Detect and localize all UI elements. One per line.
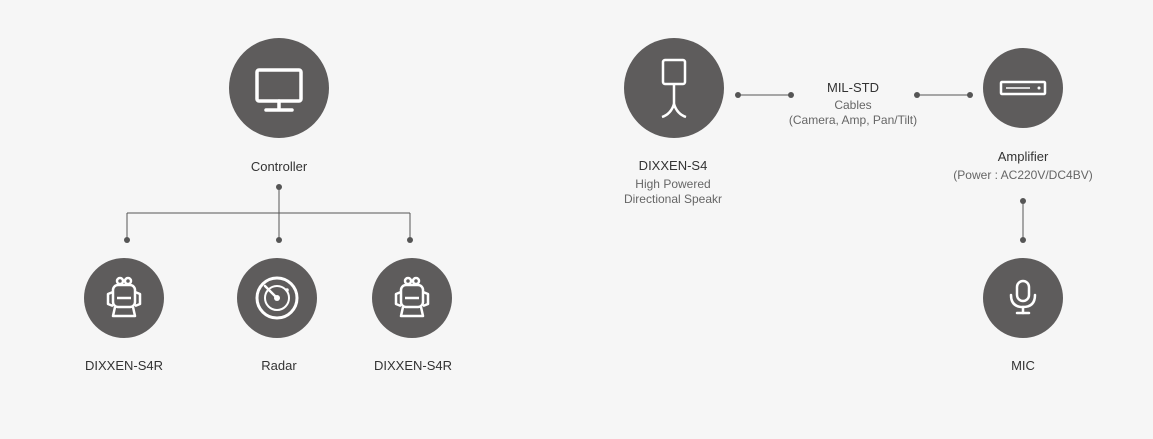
node-controller xyxy=(229,38,329,138)
controller-tree-connectors xyxy=(126,187,411,240)
node-circle xyxy=(229,38,329,138)
label-link: MIL-STD Cables (Camera, Amp, Pan/Tilt) xyxy=(789,79,917,128)
speaker-icon xyxy=(661,58,687,119)
dot-speaker-right xyxy=(735,92,741,98)
node-radar xyxy=(237,258,317,338)
link-sub-1: Cables xyxy=(834,98,872,112)
node-mic xyxy=(983,258,1063,338)
dot-mic-top xyxy=(1020,237,1026,243)
label-radar: Radar xyxy=(261,357,296,374)
node-circle xyxy=(983,258,1063,338)
amplifier-sub-1: (Power : AC220V/DC4BV) xyxy=(953,168,1093,182)
dot-amp-left xyxy=(967,92,973,98)
node-amplifier xyxy=(983,48,1063,128)
cam-right-label: DIXXEN-S4R xyxy=(373,358,453,373)
link-sub-2: (Camera, Amp, Pan/Tilt) xyxy=(788,113,918,127)
label-cam-left: DIXXEN-S4R xyxy=(85,357,163,374)
label-speaker: DIXXEN-S4 High Powered Directional Speak… xyxy=(624,157,722,207)
cam-left-label: DIXXEN-S4R xyxy=(84,358,164,373)
node-speaker xyxy=(624,38,724,138)
controller-label: Controller xyxy=(250,159,308,174)
dot-cam-left xyxy=(124,237,130,243)
radar-label: Radar xyxy=(261,358,297,373)
camera-robot-icon xyxy=(106,276,142,318)
label-mic: MIC xyxy=(1011,357,1035,374)
speaker-sub-2: Directional Speakr xyxy=(623,192,723,206)
speaker-label: DIXXEN-S4 xyxy=(638,158,708,173)
dot-controller xyxy=(276,184,282,190)
controller-tree-dots xyxy=(124,184,413,243)
speaker-sub-1: High Powered xyxy=(635,177,711,191)
label-controller: Controller xyxy=(251,158,307,175)
node-cam-left xyxy=(84,258,164,338)
dot-cable-left xyxy=(788,92,794,98)
monitor-icon xyxy=(255,68,303,112)
radar-icon xyxy=(255,276,299,320)
camera-robot-icon xyxy=(394,276,430,318)
dot-radar xyxy=(276,237,282,243)
node-cam-right xyxy=(372,258,452,338)
label-cam-right: DIXXEN-S4R xyxy=(374,357,452,374)
speaker-amp-connectors xyxy=(738,94,1024,240)
dot-cable-right xyxy=(914,92,920,98)
dot-amp-bottom xyxy=(1020,198,1026,204)
amplifier-label: Amplifier xyxy=(997,149,1049,164)
link-title: MIL-STD xyxy=(826,80,879,95)
dot-cam-right xyxy=(407,237,413,243)
mic-label: MIC xyxy=(1011,358,1035,373)
amplifier-icon xyxy=(999,80,1047,96)
label-amplifier: Amplifier (Power : AC220V/DC4BV) xyxy=(953,148,1092,183)
speaker-amp-dots xyxy=(735,92,1026,243)
microphone-icon xyxy=(1009,279,1037,315)
